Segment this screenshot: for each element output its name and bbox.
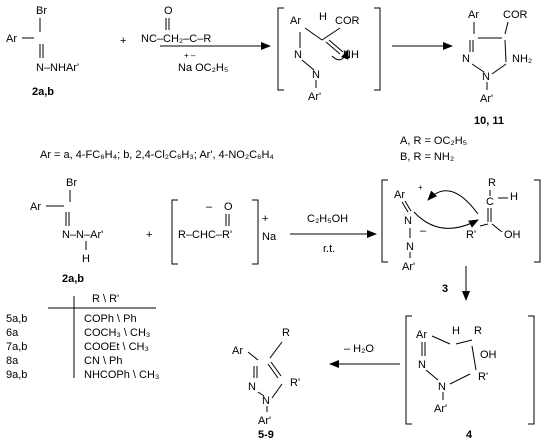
condition-room-temp: r.t. [323, 243, 335, 255]
solvent-ethanol: C₂H₅OH [307, 213, 348, 225]
int4-aryl-prime: Ar' [434, 403, 447, 415]
int-aryl-prime: Ar' [308, 91, 321, 103]
row3-arrow-dehydration: – H₂O [329, 343, 400, 368]
legend-r-option-b: B, R = NH₂ [400, 151, 454, 163]
int4-nitrogen-1: N [438, 381, 446, 393]
carbanion-oxygen: O [224, 201, 233, 213]
int3-negative-charge: – [420, 225, 427, 237]
table-row-id-3: 7a,b [6, 341, 27, 353]
prod-aryl-prime: Ar' [480, 93, 493, 105]
plus-sign-3: + [262, 213, 268, 225]
int4-r-prime: R' [478, 371, 488, 383]
pz-aryl: Ar [232, 345, 243, 357]
compound-label-10-11: 10, 11 [474, 115, 504, 127]
compound-label-4: 4 [466, 429, 473, 441]
prod-nitrogen-1: N [482, 71, 490, 83]
row2-reagent-hydrazonoyl-bromide: Br Ar N–N–Ar' H 2a,b [30, 177, 103, 285]
int-nitrogen: N [294, 49, 302, 61]
hydrazine-hydrogen: H [82, 253, 90, 265]
row2-carbanion-reagent: – O R–CHC–R' [171, 199, 259, 265]
pz-r-group: R [282, 327, 290, 339]
bromine-atom: Br [36, 5, 47, 17]
dehydration-label: – H₂O [344, 343, 374, 355]
int3-hydroxyl: OH [504, 229, 521, 241]
compound-label-2ab: 2a,b [32, 86, 54, 98]
compound-label-5-9: 5-9 [258, 429, 274, 441]
table-row-value-3: COOEt \ CH₃ [84, 341, 149, 353]
int-hydrogen: H [319, 11, 327, 23]
int4-aryl: Ar [416, 329, 427, 341]
int3-hydrogen: H [510, 191, 518, 203]
table-row-value-2: COCH₃ \ CH₃ [84, 327, 150, 339]
table-row-value-4: CN \ Ph [84, 355, 123, 367]
int3-positive-charge: + [418, 183, 423, 192]
int4-hydrogen: H [452, 325, 460, 337]
sodium-counterion: Na [262, 231, 277, 243]
row1-arrow-base: + – Na OC₂H₅ [160, 42, 271, 74]
plus-sign: + [120, 35, 126, 47]
row1-reagent-hydrazonoyl-bromide: Br Ar N–NHAr' 2a,b [6, 5, 79, 98]
table-row-value-1: COPh \ Ph [84, 313, 137, 325]
pz-nitrogen-1: N [262, 395, 270, 407]
sodium-charges: + – [184, 51, 196, 60]
legend-aryl-definitions: Ar = a, 4-FC₆H₄; b, 2,4-Cl₂C₆H₃; Ar', 4-… [40, 149, 274, 161]
prod-amino: NH₂ [512, 53, 532, 65]
row2-intermediate-3: Ar + N – N Ar' R H C R' OH 3 [381, 177, 541, 295]
legend-r-option-a: A, R = OC₂H₅ [400, 135, 467, 147]
bromine-atom-2: Br [66, 177, 77, 189]
carbonyl-oxygen: O [164, 5, 173, 17]
prod-cor: COR [503, 9, 528, 21]
int4-r-group: R [474, 325, 482, 337]
hydrazone-chain: N–NHAr' [36, 62, 79, 74]
row1-reagent-cyanoacetyl: O NC–CH₂–C–R [141, 5, 211, 45]
int3-aryl: Ar [394, 189, 405, 201]
int-nitrogen-1: N [312, 69, 320, 81]
table-row-id-1: 5a,b [6, 313, 27, 325]
row1-product-aminopyrazole: Ar COR N N NH₂ Ar' 10, 11 [462, 9, 532, 127]
sodium-ethoxide: Na OC₂H₅ [178, 62, 228, 74]
pz-aryl-prime: Ar' [258, 415, 271, 427]
int-cor: COR [335, 15, 360, 27]
prod-nitrogen: N [462, 53, 470, 65]
row3-product-pyrazole: Ar R N N R' Ar' 5-9 [232, 327, 300, 441]
compound-label-2ab-2: 2a,b [62, 273, 84, 285]
row2-arrow-ethanol: C₂H₅OH r.t. [290, 213, 377, 255]
int3-aryl-prime: Ar' [402, 261, 415, 273]
substituent-table: R \ R' 5a,b COPh \ Ph 6a COCH₃ \ CH₃ 7a,… [6, 293, 159, 381]
int3-nitrogen: N [404, 215, 412, 227]
aryl-group-2: Ar [30, 201, 41, 213]
table-header: R \ R' [92, 293, 119, 305]
int4-nitrogen: N [418, 359, 426, 371]
prod-aryl: Ar [468, 9, 479, 21]
int3-carbon: C [486, 196, 494, 208]
hydrazine-chain: N–N–Ar' [62, 229, 103, 241]
carbanion-charge: – [206, 201, 213, 213]
table-row-value-5: NHCOPh \ CH₃ [84, 369, 159, 381]
int3-r-prime: R' [466, 229, 476, 241]
table-row-id-2: 6a [6, 327, 19, 339]
row3-intermediate-4: Ar H R N N OH R' Ar' 4 [405, 315, 535, 441]
aryl-group: Ar [6, 33, 17, 45]
int3-r-group: R [488, 177, 496, 189]
int4-hydroxyl: OH [480, 349, 497, 361]
carbanion-formula: R–CHC–R' [178, 229, 232, 241]
pz-r-prime: R' [290, 377, 300, 389]
cyanoacetyl-formula: NC–CH₂–C–R [141, 33, 211, 45]
table-row-id-5: 9a,b [6, 369, 27, 381]
compound-label-3: 3 [442, 283, 448, 295]
row1-intermediate: Ar H COR N N NH Ar' [277, 7, 381, 103]
pz-nitrogen: N [248, 381, 256, 393]
int3-nitrogen-2: N [406, 241, 414, 253]
int-aryl: Ar [290, 15, 301, 27]
plus-sign-2: + [146, 229, 152, 241]
table-row-id-4: 8a [6, 355, 19, 367]
